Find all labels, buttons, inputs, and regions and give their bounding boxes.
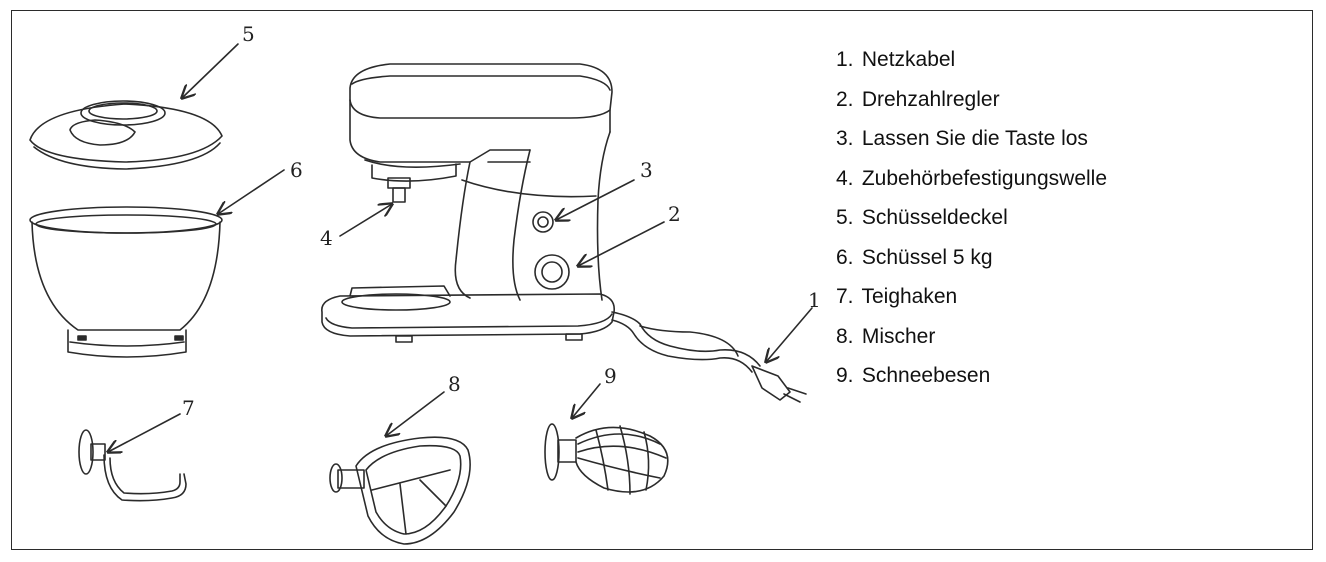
legend-label: Schneebesen bbox=[861, 364, 991, 387]
legend-label: Mischer bbox=[861, 324, 936, 348]
diagram-frame bbox=[11, 10, 1313, 550]
dough-hook-icon bbox=[78, 429, 187, 502]
legend-label: Drehzahlregler bbox=[861, 87, 1000, 111]
legend-item: 6. Schüssel 5 kg bbox=[836, 242, 1107, 282]
callout-2: 2 bbox=[668, 202, 681, 226]
arrow-1 bbox=[766, 307, 813, 362]
legend-item: 8. Mischer bbox=[836, 321, 1107, 361]
callout-5: 5 bbox=[242, 22, 255, 46]
whisk-icon bbox=[544, 423, 669, 495]
legend-number: 2. bbox=[836, 87, 854, 111]
bowl-lid-icon bbox=[29, 100, 223, 170]
legend-item: 4. Zubehörbefestigungswelle bbox=[836, 163, 1107, 203]
arrow-2 bbox=[578, 221, 665, 266]
legend-number: 7. bbox=[836, 285, 854, 308]
legend-number: 5. bbox=[836, 206, 854, 229]
callout-7: 7 bbox=[182, 396, 195, 420]
legend-label: Teighaken bbox=[861, 285, 958, 308]
legend-label: Schüssel 5 kg bbox=[861, 245, 993, 269]
arrow-9 bbox=[572, 383, 601, 418]
legend-number: 1. bbox=[836, 48, 854, 71]
callout-9: 9 bbox=[604, 364, 617, 388]
arrow-3 bbox=[556, 179, 635, 220]
stand-mixer-icon bbox=[321, 63, 807, 403]
legend-label: Zubehörbefestigungswelle bbox=[861, 166, 1108, 190]
callout-6: 6 bbox=[290, 158, 303, 182]
arrow-8 bbox=[386, 391, 445, 436]
arrow-4 bbox=[339, 204, 392, 237]
legend-item: 1. Netzkabel bbox=[836, 44, 1107, 84]
callout-3: 3 bbox=[640, 158, 653, 182]
legend-item: 7. Teighaken bbox=[836, 281, 1107, 321]
flat-beater-icon bbox=[329, 436, 471, 545]
legend-number: 4. bbox=[836, 166, 854, 190]
legend-number: 6. bbox=[836, 245, 854, 269]
callout-1: 1 bbox=[808, 288, 821, 312]
legend-number: 3. bbox=[836, 127, 854, 150]
legend-label: Lassen Sie die Taste los bbox=[861, 127, 1088, 150]
arrow-7 bbox=[108, 413, 181, 452]
arrow-5 bbox=[182, 43, 239, 98]
legend-number: 8. bbox=[836, 324, 854, 348]
callout-8: 8 bbox=[448, 372, 461, 396]
legend-item: 2. Drehzahlregler bbox=[836, 84, 1107, 124]
legend-number: 9. bbox=[836, 364, 854, 387]
legend-label: Schüsseldeckel bbox=[861, 206, 1008, 229]
legend-item: 9. Schneebesen bbox=[836, 360, 1107, 400]
arrow-6 bbox=[218, 169, 285, 214]
parts-legend: 1. Netzkabel 2. Drehzahlregler 3. Lassen… bbox=[836, 44, 1107, 400]
legend-item: 3. Lassen Sie die Taste los bbox=[836, 123, 1107, 163]
legend-label: Netzkabel bbox=[861, 48, 956, 71]
legend-item: 5. Schüsseldeckel bbox=[836, 202, 1107, 242]
callout-4: 4 bbox=[320, 226, 333, 250]
bowl-icon bbox=[29, 206, 223, 358]
